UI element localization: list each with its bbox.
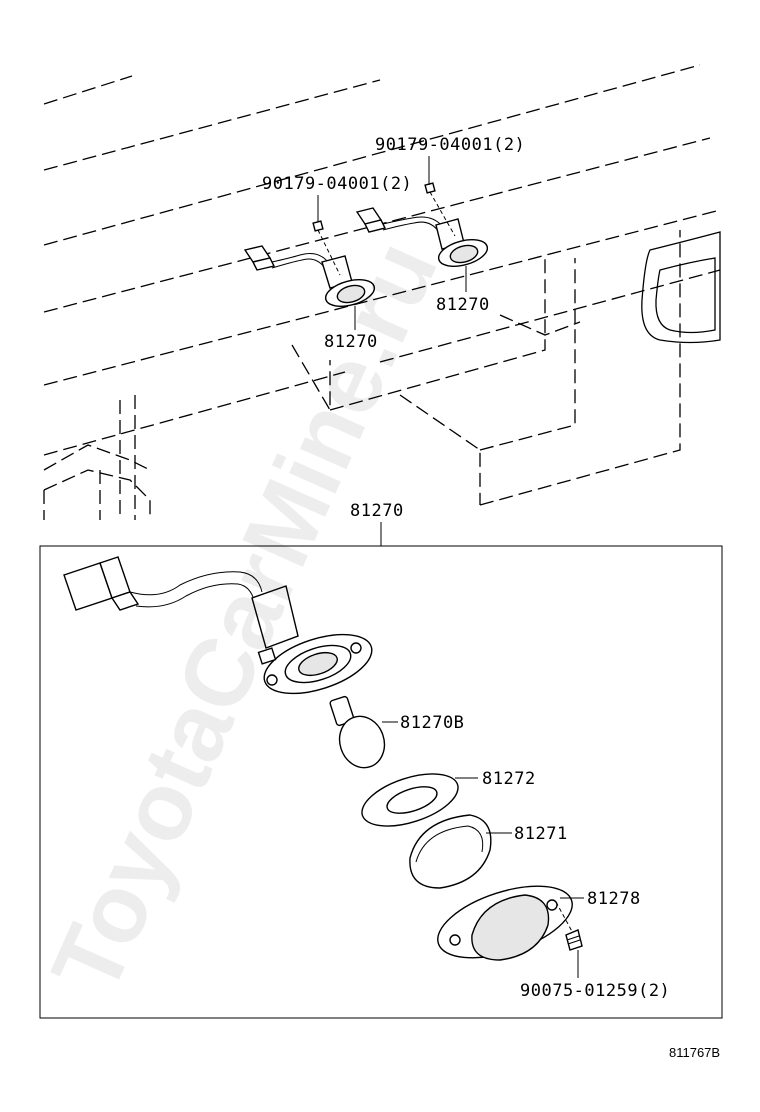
- label-screw-bottom: 90075-01259(2): [520, 981, 670, 1001]
- bulb: [329, 695, 398, 769]
- exploded-view-frame: [39, 545, 723, 1019]
- label-housing: 81278: [587, 889, 641, 909]
- label-assembly: 81270: [350, 501, 404, 521]
- label-lens: 81271: [514, 824, 568, 844]
- label-lamp-right: 81270: [436, 295, 490, 315]
- figure-code: 811767B: [669, 1045, 720, 1060]
- lamp-assembly-left: [243, 220, 376, 330]
- lens: [409, 814, 512, 889]
- lamp-assembly-right: [355, 182, 489, 292]
- label-bulb: 81270B: [400, 713, 464, 733]
- housing: [437, 885, 584, 961]
- label-gasket: 81272: [482, 769, 536, 789]
- gasket: [361, 773, 478, 827]
- label-screw-top-right: 90179-04001(2): [375, 135, 525, 155]
- screw: [555, 901, 583, 978]
- connector-and-wire: [63, 556, 373, 695]
- watermark: ToyotaCarMine.ru: [31, 226, 458, 1009]
- label-screw-top-left: 90179-04001(2): [262, 174, 412, 194]
- label-lamp-left: 81270: [324, 332, 378, 352]
